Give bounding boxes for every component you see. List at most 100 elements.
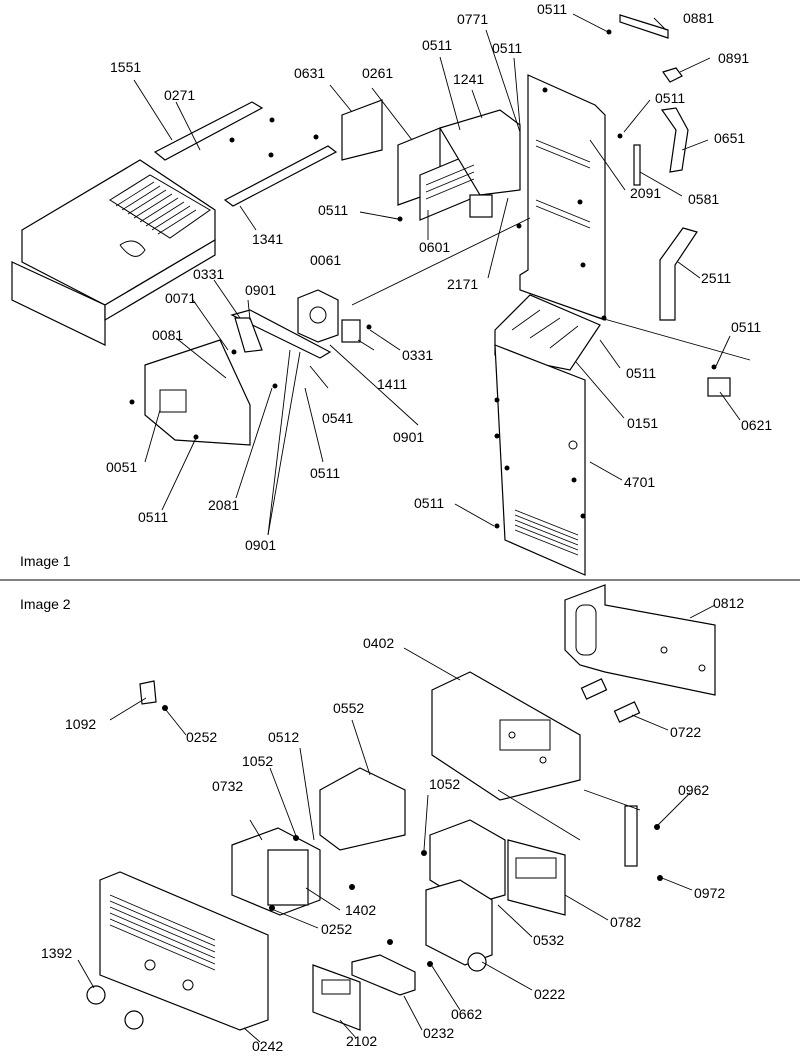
callout: 4701 (624, 474, 655, 490)
callout: 0732 (212, 778, 243, 794)
callouts-image2: 0812 0402 0722 1092 0252 0552 0512 1052 … (41, 595, 744, 1054)
leaders-image1 (133, 13, 751, 536)
spacer-0722a (580, 678, 608, 700)
lever-0232 (351, 954, 416, 996)
callout: 0151 (627, 415, 658, 431)
callout: 0511 (414, 495, 444, 511)
screws-image1 (129, 29, 717, 529)
callout: 1402 (345, 902, 376, 918)
callout: 0541 (322, 410, 353, 426)
callout: 0621 (741, 417, 772, 433)
strip-2511 (659, 227, 698, 321)
actuator-0222 (467, 952, 487, 972)
icemaker-assembly (341, 99, 521, 221)
back-plate (519, 74, 606, 321)
image1-group (11, 14, 731, 576)
block-0891 (662, 67, 683, 83)
switch-0621 (707, 377, 731, 397)
auger-rail (153, 101, 264, 161)
callout: 0782 (610, 914, 641, 930)
callout: 0532 (533, 932, 564, 948)
callout: 0232 (423, 1025, 454, 1041)
bracket-0901 (230, 309, 332, 359)
callout: 0972 (694, 885, 725, 901)
callout: 0331 (193, 266, 224, 282)
callout: 1411 (377, 376, 407, 392)
callout: 0511 (318, 202, 348, 218)
image2-label: Image 2 (20, 596, 71, 612)
lower-rail (223, 145, 338, 207)
callout: 0261 (362, 65, 393, 81)
bracket-0812 (564, 584, 716, 696)
callout: 0511 (655, 90, 685, 106)
callout: 0071 (165, 290, 196, 306)
callout: 0512 (268, 729, 299, 745)
callout: 0901 (245, 537, 276, 553)
callout: 0651 (714, 130, 745, 146)
callout: 0242 (252, 1038, 283, 1054)
screws-image2 (162, 705, 663, 967)
callout: 0511 (731, 319, 761, 335)
image2-group (86, 584, 716, 1031)
callout: 2511 (701, 270, 731, 286)
callout: 0271 (164, 87, 195, 103)
motor-0061 (297, 289, 339, 343)
front-panel (494, 344, 586, 576)
callout: 0962 (678, 782, 709, 798)
clip-0581 (633, 144, 641, 186)
callout: 0901 (393, 429, 424, 445)
ice-bin (11, 159, 216, 346)
callout: 0771 (457, 11, 488, 27)
callout: 0511 (537, 1, 567, 17)
callout: 1392 (41, 945, 72, 961)
callout: 0891 (718, 50, 749, 66)
callout: 0511 (310, 465, 340, 481)
callout: 0402 (363, 635, 394, 651)
callout: 2091 (630, 185, 661, 201)
callout: 2171 (447, 276, 478, 292)
callout: 0581 (688, 191, 719, 207)
callout: 0881 (683, 10, 714, 26)
callout: 0061 (310, 252, 341, 268)
callout: 0511 (422, 37, 452, 53)
callout: 1052 (242, 753, 273, 769)
callout: 0051 (106, 459, 137, 475)
callout: 0511 (138, 509, 168, 525)
callout: 0252 (186, 729, 217, 745)
callouts-image1: 0511 0881 0891 1551 0271 0631 0261 0511 … (106, 1, 772, 553)
callout: 0511 (626, 365, 656, 381)
knob-1392a (86, 985, 106, 1005)
callout: 0662 (451, 1006, 482, 1022)
plate-0962 (624, 805, 638, 867)
callout: 0222 (534, 986, 565, 1002)
callout: 0722 (670, 724, 701, 740)
leaders-image2 (77, 604, 716, 1043)
callout: 0252 (321, 921, 352, 937)
callout: 0331 (402, 347, 433, 363)
callout: 2081 (208, 497, 239, 513)
image1-label: Image 1 (20, 553, 71, 569)
callout: 1341 (252, 231, 283, 247)
callout: 0081 (152, 327, 183, 343)
spacer-0722b (613, 701, 641, 723)
callout: 1551 (110, 59, 141, 75)
frame-0552 (319, 767, 406, 851)
plate-2102 (312, 964, 361, 1031)
callout: 0601 (419, 239, 450, 255)
callout: 0812 (713, 595, 744, 611)
callout: 1052 (429, 776, 460, 792)
clip-1092 (139, 680, 157, 705)
coupler-1411 (341, 319, 361, 343)
callout: 1241 (453, 71, 484, 87)
callout: 1092 (65, 716, 96, 732)
callout: 0631 (294, 65, 325, 81)
housing-0402 (431, 671, 581, 801)
box-0051 (144, 339, 251, 446)
dispenser-0222 (425, 879, 493, 966)
callout: 0901 (245, 282, 276, 298)
callout: 0552 (333, 700, 364, 716)
plate-1402 (267, 849, 309, 906)
strip-0651 (660, 107, 689, 173)
callout: 2102 (346, 1033, 377, 1049)
knob-1392b (124, 1010, 144, 1030)
